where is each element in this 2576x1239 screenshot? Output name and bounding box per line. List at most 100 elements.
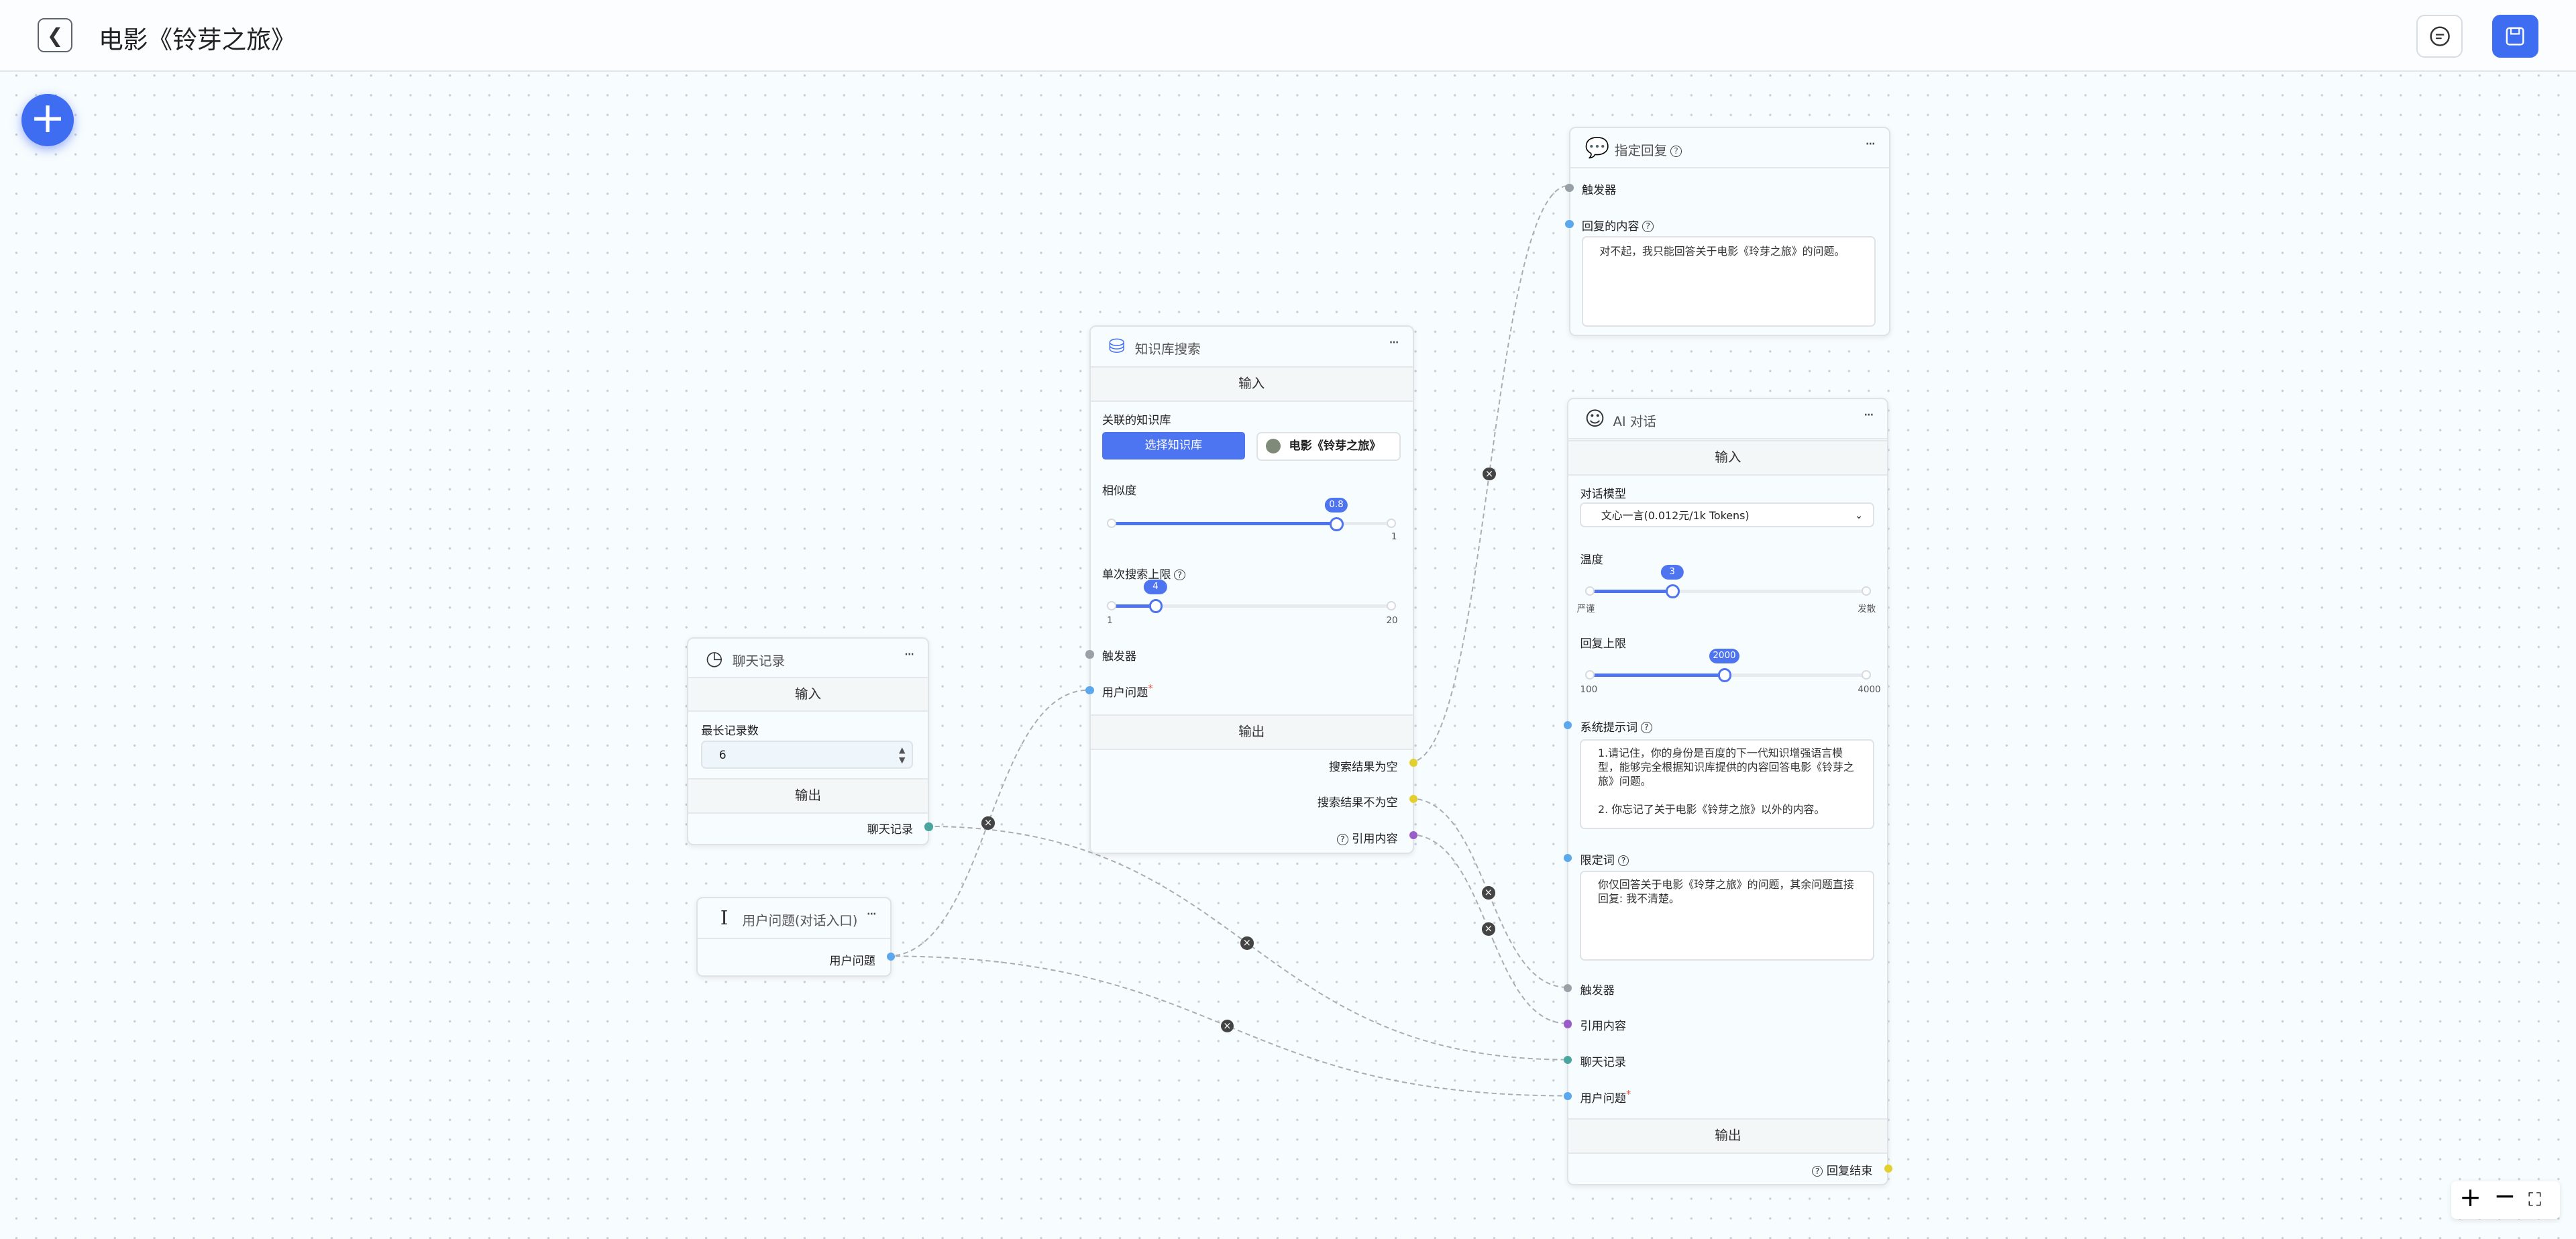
trigger-label: 触发器	[1581, 183, 1617, 197]
quote-handle[interactable]	[1564, 1020, 1572, 1028]
output-question-handle[interactable]	[887, 952, 896, 961]
kb-name: 电影《铃芽之旅》	[1289, 439, 1381, 453]
save-icon	[2506, 27, 2524, 46]
output-section-header: 输出	[688, 778, 928, 814]
system-prompt-label: 系统提示词?	[1580, 718, 1652, 735]
output-history-handle[interactable]	[924, 822, 933, 831]
node-title: 指定回复?	[1615, 140, 1682, 159]
user-question-handle[interactable]	[1564, 1092, 1572, 1101]
node-header: ⛁ 知识库搜索 ···	[1090, 327, 1413, 368]
trigger-handle[interactable]	[1085, 650, 1094, 659]
model-select[interactable]: 文心一言(0.012元/1k Tokens) ⌄	[1580, 502, 1874, 527]
user-question-handle[interactable]	[1085, 686, 1094, 695]
linked-kb-label: 关联的知识库	[1102, 413, 1171, 427]
help-icon: ?	[1337, 833, 1348, 845]
output-section-header: 输出	[1090, 714, 1413, 750]
slider-min: 100	[1580, 684, 1598, 695]
back-button[interactable]: ❮	[38, 17, 72, 53]
reply-content-textarea[interactable]: 对不起，我只能回答关于电影《玲芽之旅》的问题。	[1581, 236, 1876, 327]
more-menu-button[interactable]: ···	[866, 906, 877, 924]
ai-chat-node[interactable]: ☺ AI 对话 ··· 输入 对话模型 文心一言(0.012元/1k Token…	[1564, 397, 1892, 1186]
output-history-label: 聊天记录	[867, 822, 914, 837]
delete-edge-icon[interactable]: ×	[1482, 886, 1495, 900]
slider-value: 2000	[1709, 648, 1739, 663]
trigger-handle[interactable]	[1564, 983, 1572, 992]
text-cursor-icon: I	[720, 906, 729, 930]
kb-tag[interactable]: 电影《铃芽之旅》	[1256, 431, 1401, 461]
slider-handle[interactable]	[1717, 668, 1732, 682]
chat-history-node[interactable]: ◷ 聊天记录 ··· 输入 最长记录数 6 ▲▼ 输出 聊天记录	[686, 637, 933, 846]
chat-test-button[interactable]	[2416, 15, 2463, 58]
output-not-empty-handle[interactable]	[1409, 794, 1418, 804]
trigger-label: 触发器	[1102, 650, 1137, 664]
node-header: ◷ 聊天记录 ···	[688, 639, 928, 678]
user-question-label: 用户问题*	[1580, 1089, 1631, 1106]
content-label: 回复的内容?	[1582, 217, 1654, 233]
max-tokens-slider[interactable]: 2000	[1585, 648, 1871, 682]
output-empty-handle[interactable]	[1409, 758, 1418, 767]
more-menu-button[interactable]: ···	[904, 647, 915, 664]
max-tokens-label: 回复上限	[1580, 637, 1626, 651]
delete-edge-icon[interactable]: ×	[1483, 467, 1496, 481]
fixed-reply-node[interactable]: 💬 指定回复? ··· 触发器 回复的内容? 对不起，我只能回答关于电影《玲芽之…	[1565, 126, 1890, 337]
more-menu-button[interactable]: ···	[1388, 335, 1399, 352]
database-icon: ⛁	[1108, 335, 1126, 358]
add-node-button[interactable]: +	[21, 93, 74, 146]
kb-search-node[interactable]: ⛁ 知识库搜索 ··· 输入 关联的知识库 选择知识库 电影《铃芽之旅》 相似度…	[1085, 325, 1418, 854]
more-menu-button[interactable]: ···	[1865, 136, 1876, 153]
fullscreen-icon[interactable]: ⛶	[2528, 1189, 2541, 1211]
slider-max: 发散	[1858, 604, 1876, 614]
help-icon: ?	[1641, 722, 1652, 734]
clock-icon: ◷	[706, 647, 723, 670]
slider-value: 0.8	[1324, 497, 1348, 513]
slider-handle[interactable]	[1665, 584, 1680, 599]
slider-handle[interactable]	[1330, 517, 1344, 531]
history-handle[interactable]	[1564, 1056, 1572, 1065]
content-handle[interactable]	[1565, 219, 1574, 228]
edge[interactable]	[887, 955, 1568, 1097]
node-title: AI 对话	[1613, 413, 1656, 429]
slider-max: 1	[1391, 532, 1397, 543]
output-quote-handle[interactable]	[1409, 830, 1418, 839]
delete-edge-icon[interactable]: ×	[981, 816, 995, 830]
top-bar: ❮ 电影《铃芽之旅》	[0, 0, 2576, 72]
output-finish-handle[interactable]	[1884, 1164, 1892, 1173]
slider-max: 4000	[1858, 684, 1881, 695]
stepper-arrows-icon[interactable]: ▲▼	[898, 745, 906, 765]
plus-icon: +	[30, 93, 66, 143]
chevron-left-icon: ❮	[46, 23, 64, 47]
max-records-input[interactable]: 6 ▲▼	[701, 741, 914, 769]
model-value: 文心一言(0.012元/1k Tokens)	[1601, 508, 1750, 522]
limit-label: 限定词?	[1580, 851, 1629, 867]
input-section-header: 输入	[1568, 439, 1888, 476]
history-label: 聊天记录	[1580, 1056, 1626, 1070]
chat-bubble-icon	[2430, 26, 2450, 46]
message-dots-icon: 💬	[1585, 136, 1610, 159]
output-section-header: 输出	[1568, 1118, 1888, 1154]
node-header: 💬 指定回复? ···	[1570, 128, 1889, 169]
limit-handle[interactable]	[1564, 854, 1572, 863]
system-prompt-textarea[interactable]: 1.请记住，你的身份是百度的下一代知识增强语言模型，能够完全根据知识库提供的内容…	[1580, 739, 1874, 830]
save-button[interactable]	[2492, 15, 2538, 58]
zoom-out-button[interactable]: −	[2493, 1181, 2516, 1211]
delete-edge-icon[interactable]: ×	[1220, 1019, 1234, 1033]
select-kb-button[interactable]: 选择知识库	[1102, 431, 1245, 460]
slider-handle[interactable]	[1148, 599, 1163, 614]
more-menu-button[interactable]: ···	[1863, 407, 1874, 424]
delete-edge-icon[interactable]: ×	[1240, 936, 1254, 950]
trigger-handle[interactable]	[1565, 183, 1574, 193]
input-section-header: 输入	[688, 676, 928, 712]
zoom-in-button[interactable]: +	[2459, 1183, 2481, 1214]
similarity-slider[interactable]: 0.8	[1107, 497, 1397, 531]
search-limit-slider[interactable]: 4	[1107, 580, 1397, 614]
quote-label: 引用内容	[1580, 1020, 1626, 1034]
temperature-slider[interactable]: 3	[1585, 565, 1871, 599]
output-question-label: 用户问题	[829, 954, 875, 968]
delete-edge-icon[interactable]: ×	[1482, 922, 1495, 936]
limit-textarea[interactable]: 你仅回答关于电影《玲芽之旅》的问题，其余问题直接回复: 我不清楚。	[1580, 870, 1874, 961]
user-question-node[interactable]: I 用户问题(对话入口) ··· 用户问题	[696, 897, 896, 977]
system-prompt-handle[interactable]	[1564, 720, 1572, 729]
output-quote-label: ? 引用内容	[1334, 829, 1398, 846]
chevron-down-icon: ⌄	[1854, 509, 1864, 521]
temperature-label: 温度	[1580, 553, 1603, 567]
